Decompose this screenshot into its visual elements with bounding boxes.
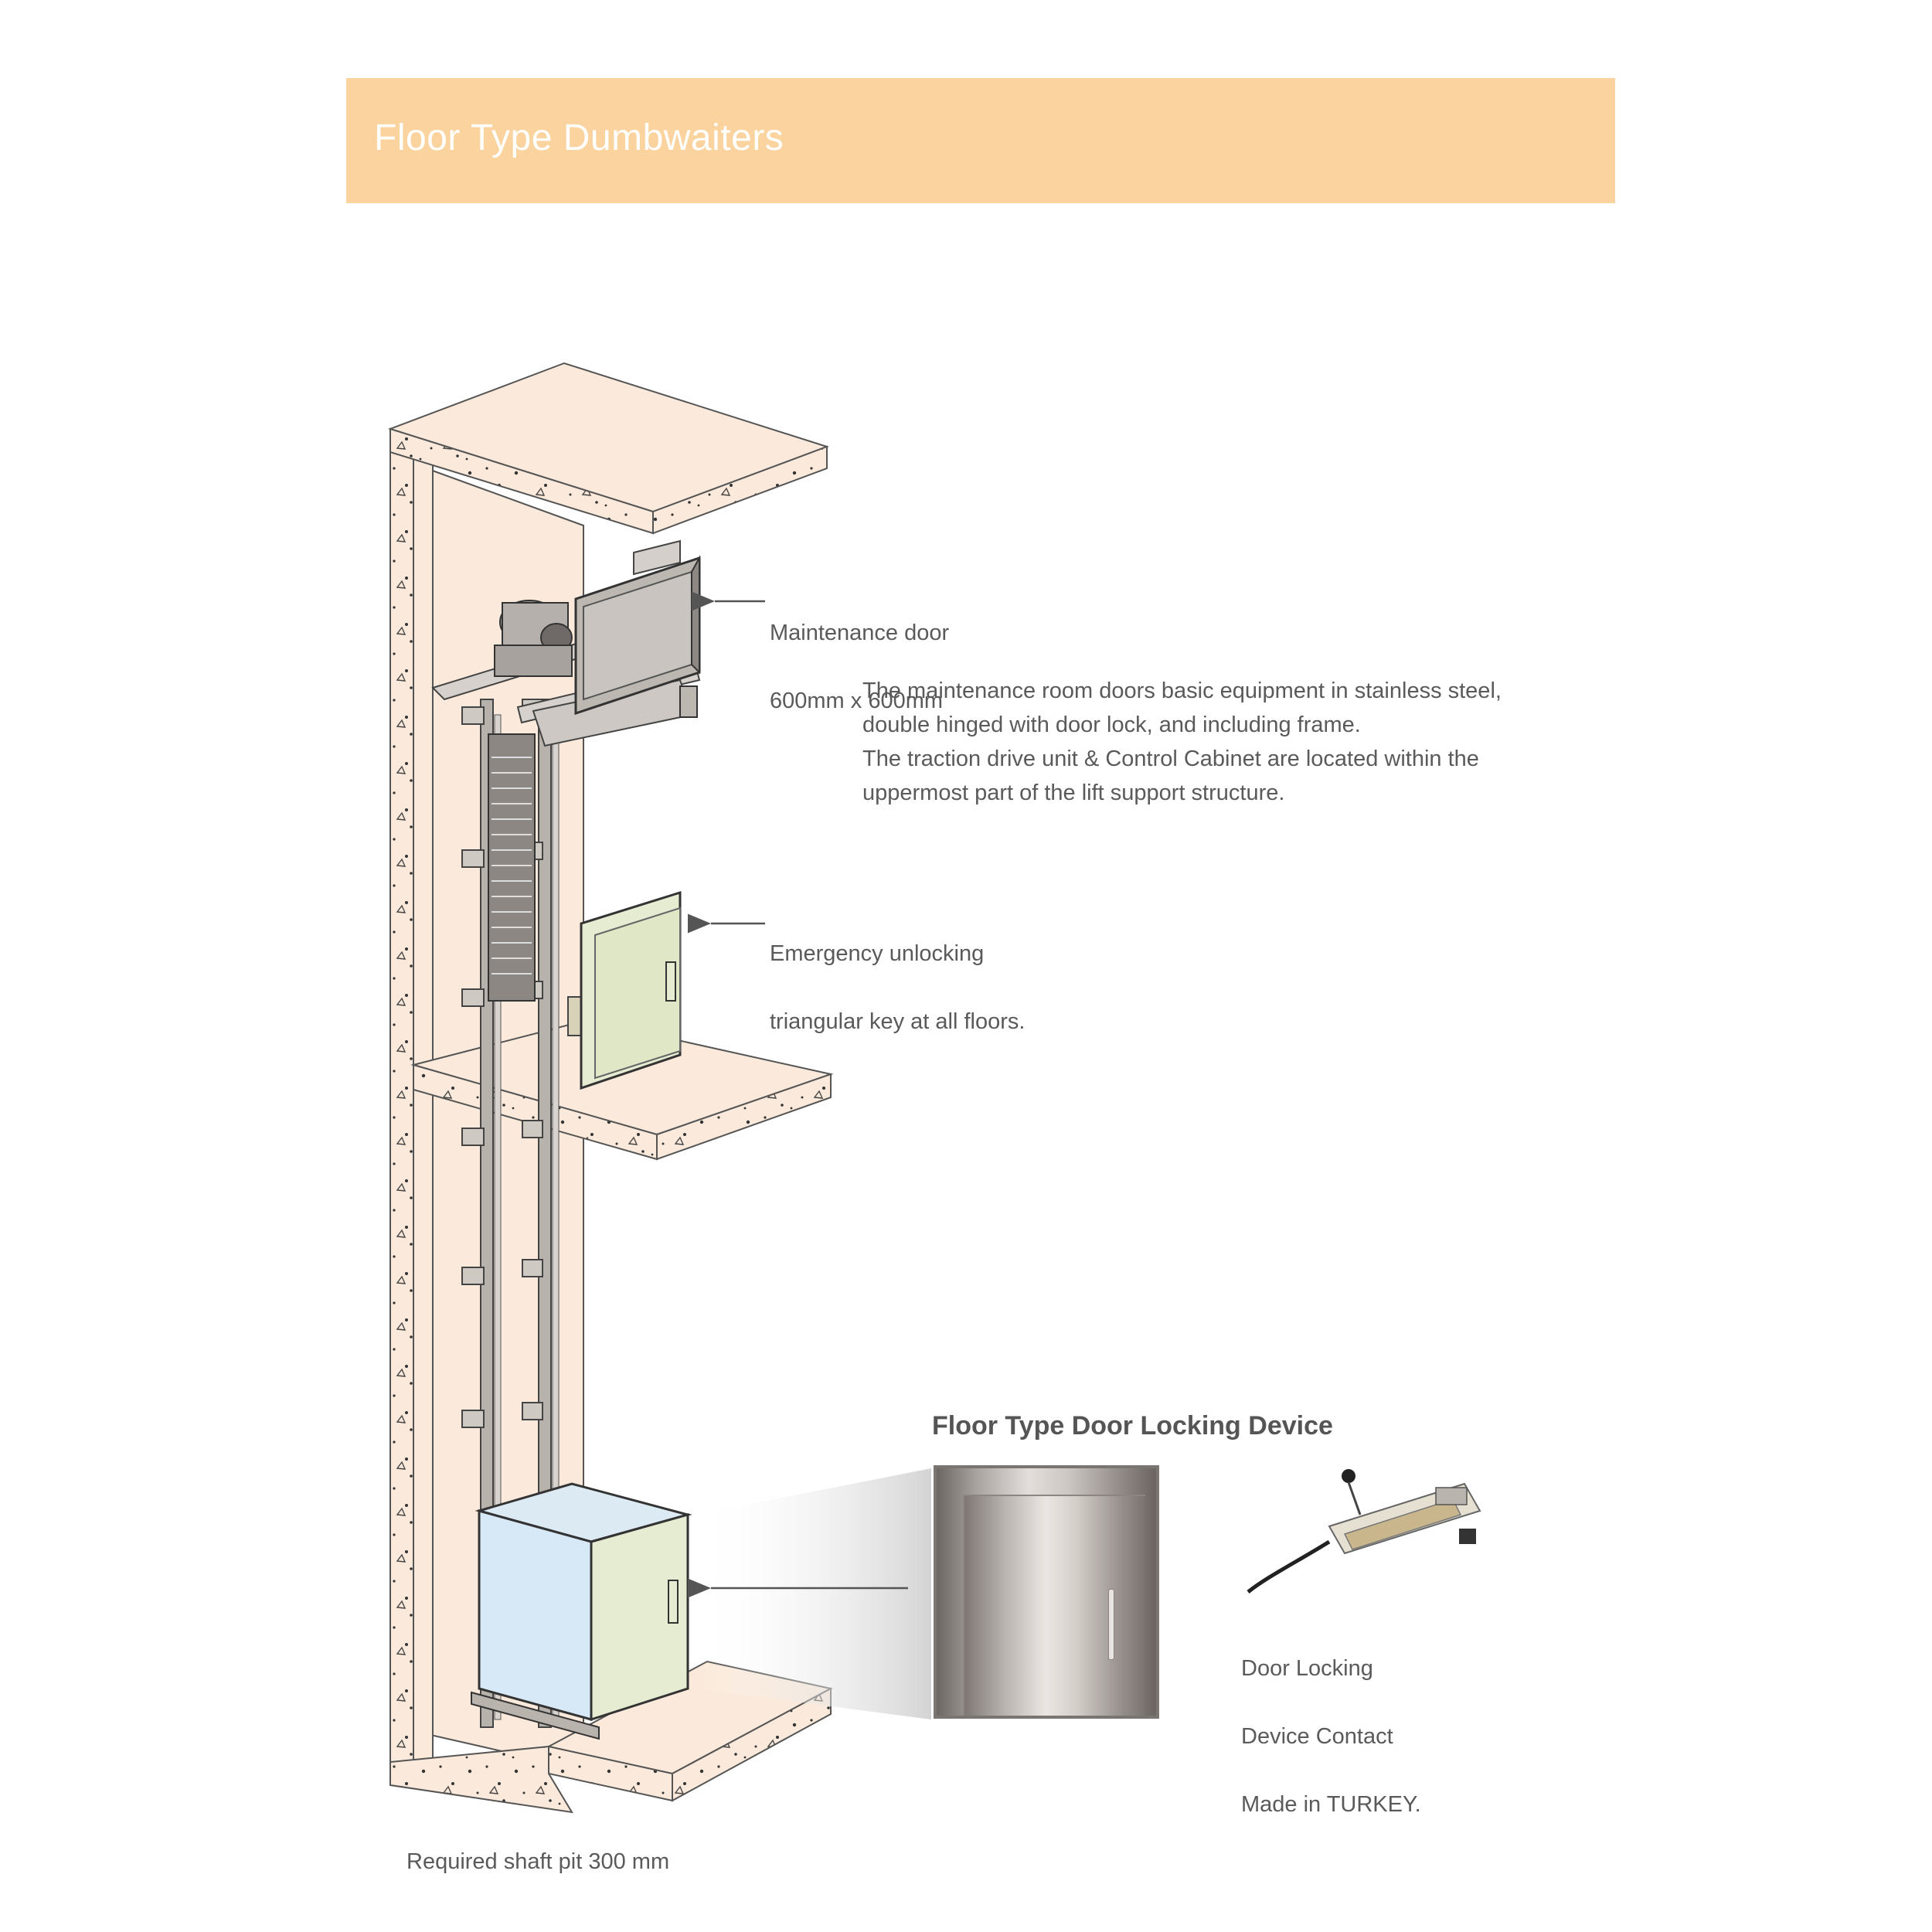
- door-locking-device-image: [1247, 1469, 1481, 1594]
- shaft-left-wall: [389, 427, 414, 1771]
- counterweight: [488, 733, 536, 1002]
- maintenance-door-label-line2: 600mm x 600mm: [770, 689, 944, 713]
- emergency-unlocking-line1: Emergency unlocking: [770, 941, 985, 966]
- page-title: Floor Type Dumbwaiters: [374, 117, 784, 158]
- top-slab-side: [652, 445, 828, 535]
- dumbwaiter-cabin: [471, 1482, 692, 1740]
- guide-rail-left-inner: [494, 714, 502, 1720]
- detail-beam: [696, 1468, 931, 1719]
- door-panel: [963, 1495, 1145, 1716]
- title-banner: Floor Type Dumbwaiters: [346, 78, 1615, 203]
- pit-floor: [389, 1745, 573, 1814]
- maintenance-door-label-line1: Maintenance door: [770, 621, 950, 645]
- contact-line3: Made in TURKEY.: [1241, 1792, 1421, 1817]
- shaft-left-wall-face: [413, 434, 434, 1775]
- shaft-pit-note: Required shaft pit 300 mm: [406, 1849, 670, 1874]
- guide-rail-right: [538, 699, 552, 1728]
- contact-line2: Device Contact: [1241, 1724, 1393, 1749]
- emergency-unlocking-label: Emergency unlocking triangular key at al…: [770, 903, 1025, 1073]
- maintenance-door-frame: [574, 539, 701, 718]
- maintenance-door-label: Maintenance door 600mm x 600mm: [770, 582, 949, 752]
- door-handle: [1108, 1589, 1114, 1660]
- middle-slab-side: [656, 1073, 832, 1161]
- landing-door-middle: [567, 890, 682, 1090]
- contact-line1: Door Locking: [1241, 1656, 1373, 1681]
- maintenance-description: The maintenance room doors basic equipme…: [862, 679, 1502, 805]
- counterweight-plates: [492, 757, 532, 975]
- bottom-slab-side: [672, 1687, 832, 1802]
- emergency-unlocking-line2: triangular key at all floors.: [770, 1009, 1026, 1034]
- traction-drive-unit: [494, 600, 573, 677]
- stainless-steel-landing-door-detail: [934, 1465, 1159, 1719]
- door-locking-contact-label: Door Locking Device Contact Made in TURK…: [1241, 1617, 1421, 1855]
- locking-device-heading: Floor Type Door Locking Device: [932, 1411, 1333, 1440]
